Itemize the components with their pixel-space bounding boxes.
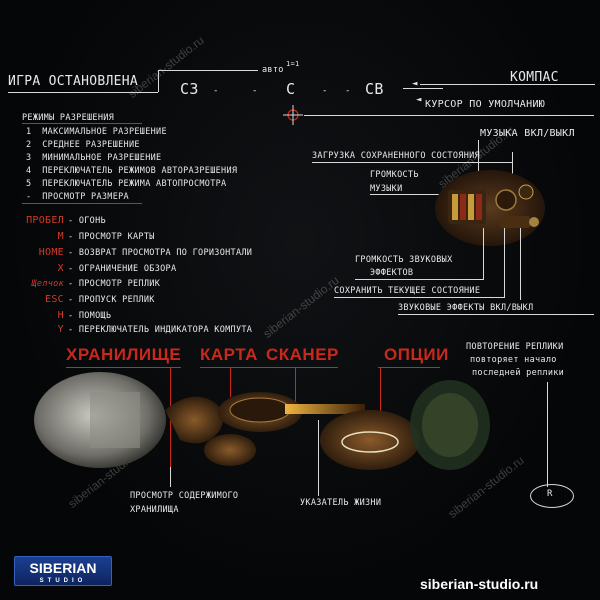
resolution-item[interactable]: 2 СРЕДНЕЕ РАЗРЕШЕНИЕ [26, 140, 140, 150]
resolution-item[interactable]: 3 МИНИМАЛЬНОЕ РАЗРЕШЕНИЕ [26, 153, 162, 163]
control-panel-graphic[interactable] [430, 160, 550, 260]
compass-nw[interactable]: СЗ [180, 80, 199, 98]
key-click: Щелчок [31, 279, 64, 289]
crosshair-cursor-icon [283, 105, 303, 125]
scanner-header[interactable]: СКАНЕР [266, 345, 339, 364]
siberian-studio-logo: SIBERIAN STUDIO [14, 556, 112, 586]
music-volume-label-2: МУЗЫКИ [370, 184, 403, 194]
view-storage-line-1: ПРОСМОТР СОДЕРЖИМОГО [130, 491, 239, 501]
resolution-item[interactable]: - ПРОСМОТР РАЗМЕРА [26, 192, 129, 202]
map-header[interactable]: КАРТА [200, 345, 258, 364]
key-x: X [57, 263, 64, 274]
key-action-help[interactable]: - ПОМОЩЬ [68, 311, 112, 321]
watermark: siberian-studio.ru [260, 273, 342, 341]
arrow-left-icon: ◄ [416, 95, 422, 105]
repeat-line-1[interactable]: ПОВТОРЕНИЕ РЕПЛИКИ [466, 342, 564, 352]
repeat-line-2: повторяет начало [470, 355, 557, 365]
key-esc: ESC [45, 294, 64, 305]
options-header[interactable]: ОПЦИИ [384, 345, 449, 364]
auto-label: авто [262, 65, 284, 75]
save-current-label[interactable]: СОХРАНИТЬ ТЕКУЩЕЕ СОСТОЯНИЕ [334, 286, 481, 296]
resolution-item[interactable]: 4 ПЕРЕКЛЮЧАТЕЛЬ РЕЖИМОВ АВТОРАЗРЕШЕНИЯ [26, 166, 238, 176]
compass-n[interactable]: С [286, 80, 296, 98]
music-toggle-label[interactable]: МУЗЫКА ВКЛ/ВЫКЛ [480, 128, 575, 139]
key-space: ПРОБЕЛ [26, 215, 64, 226]
key-action-replies[interactable]: - ПРОСМОТР РЕПЛИК [68, 279, 161, 289]
auto-mark: 1=1 [286, 60, 300, 68]
compass-label: КОМПАС [510, 70, 559, 85]
repeat-reply-button[interactable]: R [530, 484, 574, 508]
key-action-skip[interactable]: - ПРОПУСК РЕПЛИК [68, 295, 155, 305]
game-paused-label[interactable]: ИГРА ОСТАНОВЛЕНА [8, 74, 139, 89]
compass-ne[interactable]: СВ [365, 80, 384, 98]
arrow-left-icon: ◄ [412, 79, 418, 89]
load-saved-label[interactable]: ЗАГРУЗКА СОХРАНЕННОГО СОСТОЯНИЯ [312, 151, 480, 161]
key-h: H [57, 310, 64, 321]
key-y: Y [57, 324, 64, 335]
storage-header[interactable]: ХРАНИЛИЩЕ [66, 345, 182, 364]
key-m: M [57, 231, 64, 242]
inventory-panel-graphic[interactable] [30, 370, 500, 480]
key-home: HOME [38, 247, 64, 258]
key-action-limit[interactable]: - ОГРАНИЧЕНИЕ ОБЗОРА [68, 264, 177, 274]
default-cursor-label: КУРСОР ПО УМОЛЧАНИЮ [425, 99, 546, 110]
effects-volume-label-1: ГРОМКОСТЬ ЗВУКОВЫХ [355, 255, 453, 265]
view-storage-line-2: ХРАНИЛИЩА [130, 505, 179, 515]
resolution-modes-title: РЕЖИМЫ РАЗРЕШЕНИЯ [22, 113, 115, 123]
key-action-home[interactable]: - ВОЗВРАТ ПРОСМОТРА ПО ГОРИЗОНТАЛИ [68, 248, 253, 258]
life-indicator-label: УКАЗАТЕЛЬ ЖИЗНИ [300, 498, 382, 508]
effects-volume-label-2: ЭФФЕКТОВ [370, 268, 414, 278]
key-action-fire[interactable]: - ОГОНЬ [68, 216, 106, 226]
r-button-label: R [547, 489, 553, 499]
resolution-item[interactable]: 1 МАКСИМАЛЬНОЕ РАЗРЕШЕНИЕ [26, 127, 167, 137]
music-volume-label-1: ГРОМКОСТЬ [370, 170, 419, 180]
resolution-item[interactable]: 5 ПЕРЕКЛЮЧАТЕЛЬ РЕЖИМА АВТОПРОСМОТРА [26, 179, 227, 189]
effects-toggle-label[interactable]: ЗВУКОВЫЕ ЭФФЕКТЫ ВКЛ/ВЫКЛ [398, 303, 534, 313]
key-action-indicator[interactable]: - ПЕРЕКЛЮЧАТЕЛЬ ИНДИКАТОРА КОМПУТА [68, 325, 253, 335]
key-action-map[interactable]: - ПРОСМОТР КАРТЫ [68, 232, 155, 242]
site-url[interactable]: siberian-studio.ru [420, 576, 539, 592]
repeat-line-3: последней реплики [472, 368, 565, 378]
